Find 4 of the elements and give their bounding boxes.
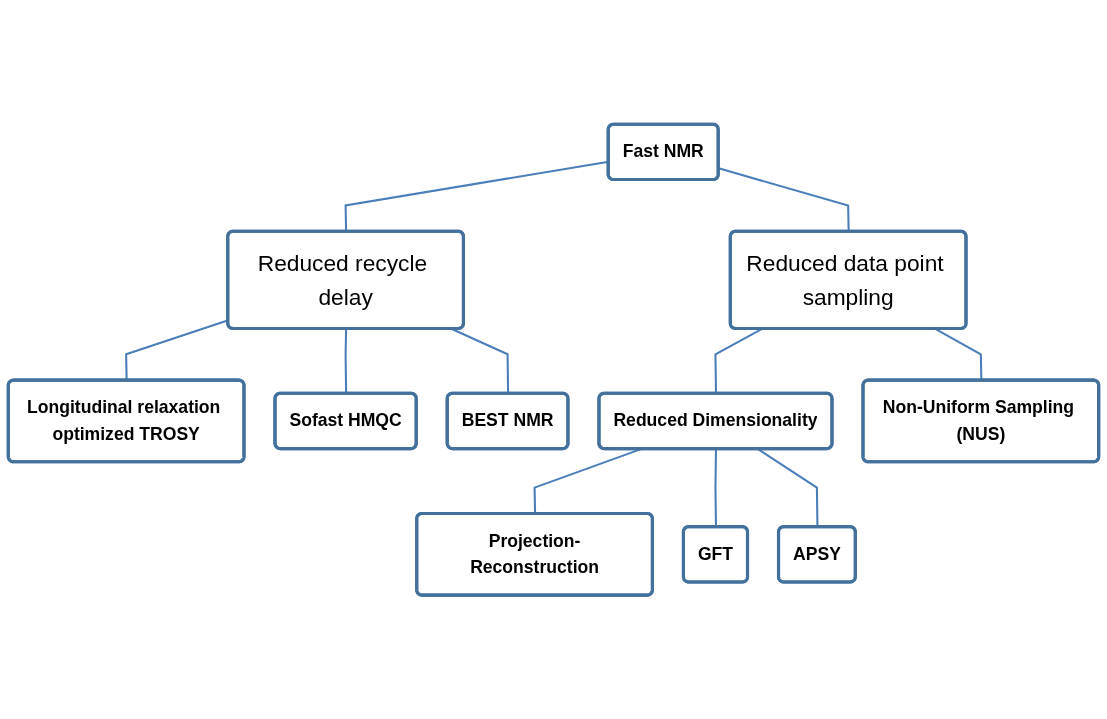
connector bbox=[344, 328, 348, 394]
connector bbox=[451, 327, 510, 394]
connector bbox=[757, 448, 819, 527]
connector bbox=[714, 448, 718, 527]
